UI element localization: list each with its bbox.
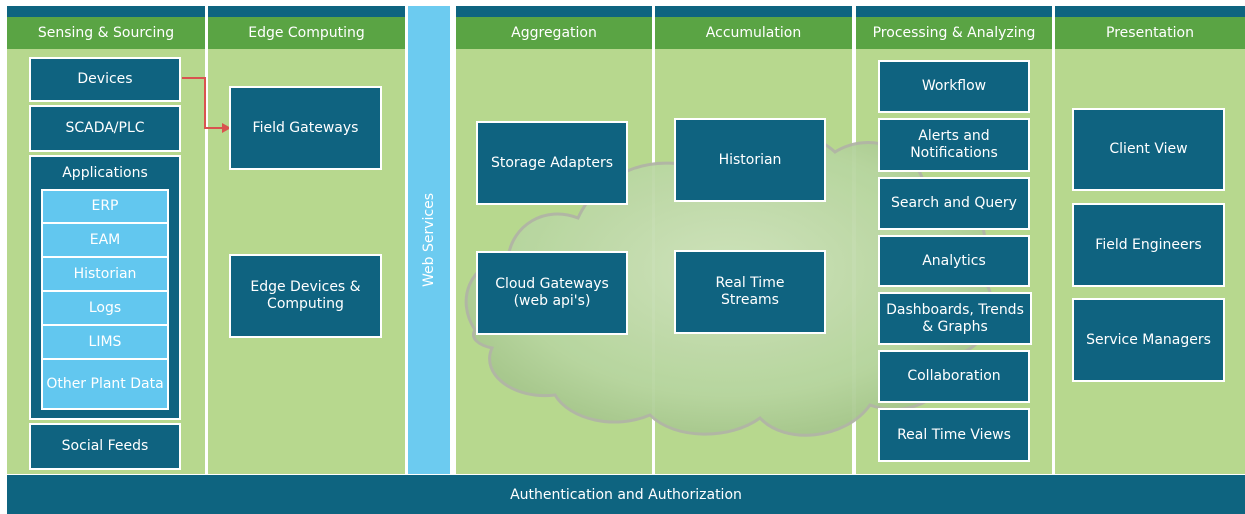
processing-item-label: Search and Query [891, 195, 1017, 211]
storage-adapters-box[interactable]: Storage Adapters [476, 121, 628, 205]
app-logs[interactable]: Logs [41, 290, 169, 326]
column-top-bar [208, 6, 405, 17]
column-top-bar [456, 6, 652, 17]
collaboration-box[interactable]: Collaboration [878, 350, 1030, 403]
workflow-box[interactable]: Workflow [878, 60, 1030, 113]
column-header-edge: Edge Computing [208, 17, 405, 49]
dashboards-box[interactable]: Dashboards, Trends & Graphs [878, 292, 1032, 345]
processing-item-label: Analytics [922, 252, 986, 269]
processing-item-label: Dashboards, Trends & Graphs [886, 301, 1024, 335]
app-lims[interactable]: LIMS [41, 324, 169, 360]
analytics-box[interactable]: Analytics [878, 235, 1030, 287]
column-header-processing: Processing & Analyzing [856, 17, 1052, 49]
processing-item-label: Alerts and Notifications [910, 128, 998, 161]
alerts-box[interactable]: Alerts and Notifications [878, 118, 1030, 172]
cloud-gateways-box[interactable]: Cloud Gateways (web api's) [476, 251, 628, 335]
historian-box[interactable]: Historian [674, 118, 826, 202]
social-feeds-box[interactable]: Social Feeds [29, 423, 181, 470]
field-gateways-box[interactable]: Field Gateways [229, 86, 382, 170]
column-header-presentation: Presentation [1055, 17, 1245, 49]
column-top-bar [655, 6, 852, 17]
presentation-item-label: Service Managers [1086, 331, 1211, 348]
scada-box[interactable]: SCADA/PLC [29, 105, 181, 152]
storage-adapters-label: Storage Adapters [490, 154, 614, 171]
column-header-accumulation: Accumulation [655, 17, 852, 49]
app-label: ERP [91, 198, 119, 214]
edge-devices-box[interactable]: Edge Devices & Computing [229, 254, 382, 338]
cloud-gateways-label: Cloud Gateways (web api's) [495, 276, 609, 309]
applications-label: Applications [62, 165, 148, 181]
edge-devices-label: Edge Devices & Computing [250, 279, 361, 312]
field-engineers-box[interactable]: Field Engineers [1072, 203, 1225, 287]
presentation-item-label: Field Engineers [1095, 236, 1202, 253]
auth-footer-label: Authentication and Authorization [510, 486, 742, 503]
column-top-bar [1055, 6, 1245, 17]
devices-label: Devices [77, 71, 133, 87]
field-gateways-label: Field Gateways [252, 119, 359, 136]
social-feeds-label: Social Feeds [61, 438, 149, 454]
app-label: LIMS [88, 333, 122, 350]
app-label: Historian [73, 265, 137, 282]
auth-footer: Authentication and Authorization [7, 475, 1245, 514]
app-label: EAM [89, 231, 121, 248]
real-time-streams-box[interactable]: Real Time Streams [674, 250, 826, 334]
web-services-band: Web Services [408, 6, 450, 474]
column-header-aggregation: Aggregation [456, 17, 652, 49]
processing-item-label: Workflow [921, 78, 987, 94]
column-top-bar [856, 6, 1052, 17]
real-time-views-box[interactable]: Real Time Views [878, 408, 1030, 462]
app-historian[interactable]: Historian [41, 256, 169, 292]
search-query-box[interactable]: Search and Query [878, 177, 1030, 230]
service-managers-box[interactable]: Service Managers [1072, 298, 1225, 382]
presentation-item-label: Client View [1109, 141, 1188, 157]
app-label: Other Plant Data [46, 375, 164, 392]
column-top-bar [7, 6, 205, 17]
processing-item-label: Collaboration [907, 368, 1001, 384]
app-eam[interactable]: EAM [41, 222, 169, 258]
real-time-streams-label: Real Time Streams [715, 275, 785, 308]
column-header-sensing: Sensing & Sourcing [7, 17, 205, 49]
historian-label: Historian [718, 151, 782, 168]
processing-item-label: Real Time Views [897, 426, 1011, 443]
app-other-plant-data[interactable]: Other Plant Data [41, 358, 169, 410]
client-view-box[interactable]: Client View [1072, 108, 1225, 191]
app-label: Logs [88, 299, 122, 316]
scada-label: SCADA/PLC [65, 120, 145, 136]
devices-box[interactable]: Devices [29, 57, 181, 102]
